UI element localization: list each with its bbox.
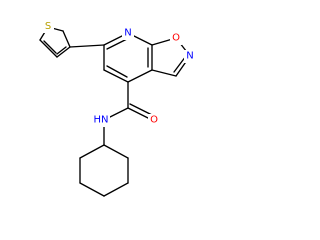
bond-c6-n7-inner — [106, 38, 128, 50]
bond-c4-c5 — [39, 39, 58, 58]
isoxazole-oxygen-label: O — [172, 33, 180, 44]
atom-labels: S N O N O HN — [42, 20, 196, 127]
amide-nitrogen-label: HN — [94, 115, 109, 126]
molecule-structure: S N O N O HN — [39, 20, 196, 197]
bond-c4-c5 — [103, 69, 129, 83]
bond-cy1-cy2 — [103, 144, 129, 159]
bond-c2-c3 — [62, 30, 71, 48]
isoxazole-nitrogen-label: N — [186, 51, 193, 62]
bond-c3-c3a — [151, 69, 177, 77]
bond-cy3-cy4 — [103, 182, 129, 197]
bond-c3a-c4 — [127, 69, 153, 83]
carbonyl-oxygen-label: O — [150, 115, 158, 126]
bond-thiophene-pyridine — [69, 44, 105, 48]
bond-cy4-cy5 — [79, 182, 105, 197]
bonds — [39, 26, 191, 197]
bond-c3-c4 — [56, 46, 71, 58]
bond-cy6-cy1 — [79, 144, 105, 159]
pyridine-nitrogen-label: N — [124, 28, 131, 39]
thiophene-sulfur-label: S — [45, 21, 51, 32]
bond-c4-c5-inner — [43, 40, 57, 54]
bond-c3-c4-inner — [56, 46, 67, 55]
bond-c4-c5-inner — [106, 65, 128, 78]
